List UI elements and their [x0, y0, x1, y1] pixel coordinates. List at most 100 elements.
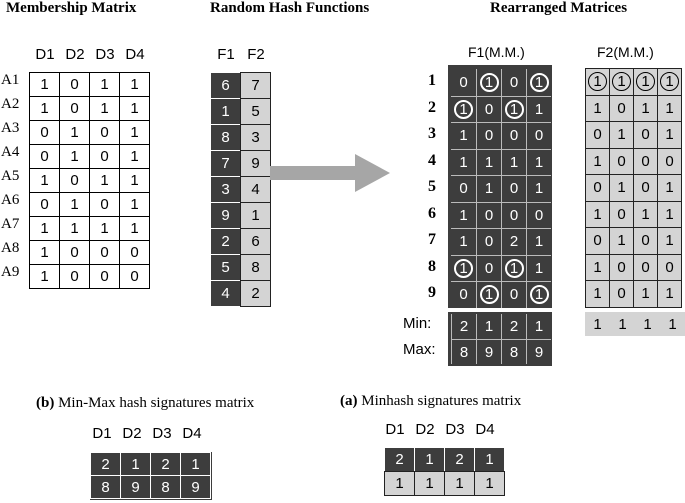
- membership-cell: 1: [89, 96, 120, 121]
- minmax-signature-cell: 2: [90, 452, 121, 476]
- f1-row-label: 2: [428, 98, 436, 116]
- f2-cell: 0: [657, 147, 682, 175]
- minmax-signature-cell: 1: [120, 452, 151, 476]
- f2-cell: 0: [585, 121, 610, 149]
- f1-max-cell: 9: [476, 339, 501, 364]
- minhash-signature-cell: 1: [414, 447, 445, 472]
- hash-f1-cell: 6: [210, 72, 241, 99]
- f1-cell: 0: [476, 228, 501, 255]
- circled-value: 1: [636, 72, 655, 92]
- f2-cell: 1: [609, 174, 634, 202]
- f1-max-cell: 9: [526, 339, 551, 364]
- membership-column-header: D1: [35, 46, 55, 63]
- hash-f1-cell: 8: [210, 124, 241, 151]
- f1-cell: 0: [476, 122, 501, 149]
- f1-row-label: 8: [428, 257, 436, 275]
- membership-cell: 0: [89, 192, 120, 217]
- circled-value: 1: [529, 285, 549, 305]
- membership-cell: 1: [89, 168, 120, 193]
- f2-cell: 0: [585, 174, 610, 202]
- f1-cell: 0: [476, 95, 501, 122]
- f1-row-label: 5: [428, 178, 436, 195]
- membership-cell: 0: [89, 120, 120, 145]
- f2-min-cell: 1: [643, 315, 652, 333]
- f2-cell: 1: [585, 253, 610, 281]
- circled-value: 1: [504, 258, 524, 278]
- membership-cell: 1: [119, 120, 150, 145]
- membership-row-label: A8: [1, 240, 20, 256]
- f1-cell: 1: [526, 69, 551, 96]
- minmax-signature-cell: 8: [150, 475, 181, 499]
- f1-cell: 1: [526, 254, 551, 281]
- f1-cell: 1: [451, 201, 476, 229]
- membership-cell: 1: [59, 144, 90, 169]
- f1-min-cell: 2: [451, 314, 476, 339]
- f2-cell: 0: [585, 227, 610, 255]
- f1-cell: 2: [501, 228, 526, 255]
- hash-f2-cell: 7: [240, 72, 271, 99]
- f2-cell: 1: [633, 68, 658, 96]
- f1-cell: 1: [451, 122, 476, 149]
- minmax-signature-cell: 9: [180, 475, 211, 499]
- f1-row-label: 3: [428, 125, 436, 142]
- f2-cell: 1: [657, 68, 682, 96]
- caption-b: (b) Min-Max hash signatures matrix: [36, 395, 254, 412]
- circled-value: 1: [588, 72, 607, 92]
- membership-column-header: D2: [65, 46, 85, 63]
- f2-cell: 0: [609, 280, 634, 308]
- circled-value: 1: [504, 99, 524, 119]
- membership-cell: 0: [59, 72, 90, 97]
- hash-f1-cell: 4: [210, 280, 241, 307]
- f1-cell: 0: [501, 281, 526, 308]
- membership-cell: 1: [119, 216, 150, 241]
- hash-f2-cell: 1: [240, 202, 271, 229]
- minhash-signature-column-header: D4: [475, 421, 495, 438]
- f2-cell: 1: [609, 121, 634, 149]
- membership-cell: 1: [119, 96, 150, 121]
- f1-row-label: 4: [428, 151, 436, 169]
- membership-cell: 0: [119, 264, 150, 289]
- membership-cell: 1: [29, 216, 60, 241]
- hash-f2-cell: 5: [240, 98, 271, 125]
- f1-min-cell: 2: [501, 314, 526, 339]
- circled-value: 1: [454, 99, 473, 119]
- rearranged-matrices-title: Rearranged Matrices: [490, 0, 628, 16]
- f1-max-cell: 8: [501, 339, 526, 364]
- f2-min-cell: 1: [618, 315, 627, 333]
- minhash-signature-cell: 1: [414, 471, 445, 496]
- membership-cell: 1: [29, 72, 60, 97]
- membership-cell: 0: [59, 168, 90, 193]
- membership-cell: 1: [119, 192, 150, 217]
- circled-value: 1: [529, 72, 549, 92]
- f1-cell: 1: [501, 148, 526, 175]
- min-label: Min:: [403, 315, 432, 332]
- f2-cell: 1: [585, 200, 610, 228]
- f1-cell: 1: [451, 254, 476, 282]
- circled-value: 1: [454, 258, 473, 278]
- minmax-signature-cell: 2: [150, 452, 181, 476]
- membership-cell: 1: [59, 216, 90, 241]
- membership-cell: 0: [29, 192, 60, 217]
- membership-column-header: D3: [95, 46, 115, 63]
- circled-value: 1: [660, 72, 679, 92]
- f1-cell: 1: [526, 281, 551, 308]
- minhash-signature-cell: 2: [384, 447, 415, 472]
- membership-cell: 0: [89, 144, 120, 169]
- minmax-signature-column-header: D4: [182, 425, 202, 442]
- circled-value: 1: [479, 285, 499, 305]
- hash-column-header: F2: [247, 46, 265, 63]
- f1-cell: 1: [526, 95, 551, 122]
- f2-cell: 0: [633, 253, 658, 281]
- membership-cell: 1: [119, 144, 150, 169]
- minmax-signature-cell: 9: [120, 475, 151, 499]
- hash-f1-cell: 9: [210, 202, 241, 229]
- membership-row-label: A5: [1, 168, 20, 184]
- f1-cell: 1: [451, 148, 476, 176]
- f1-cell: 0: [451, 175, 476, 202]
- f2-min-cell: 1: [593, 315, 602, 333]
- f1-cell: 0: [501, 201, 526, 228]
- f1-cell: 1: [526, 148, 551, 175]
- max-label: Max:: [403, 341, 436, 358]
